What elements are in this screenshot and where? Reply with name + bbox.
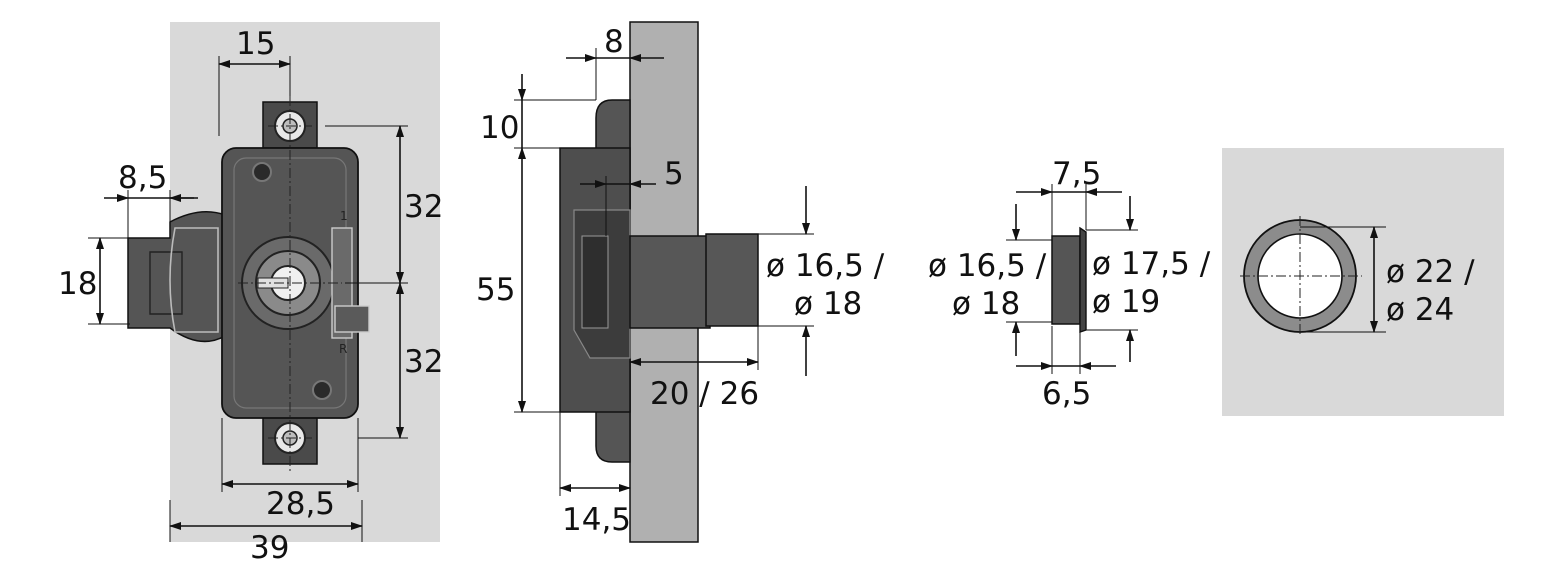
front-lock-tongue <box>127 211 226 343</box>
dim-ring-2: ø 24 <box>1386 292 1454 328</box>
front-mark-top: 1 <box>340 209 348 223</box>
dim-front-8-5: 8,5 <box>118 160 167 196</box>
dim-bushing-outer-2: ø 19 <box>1092 284 1160 320</box>
dim-side-8: 8 <box>604 24 624 60</box>
dim-front-28-5: 28,5 <box>266 486 335 522</box>
bushing-view: 7,5 ø 16,5 / ø 18 ø 17,5 / ø 19 6,5 <box>928 156 1211 412</box>
dim-side-dia-2: ø 18 <box>794 286 862 322</box>
bushing-body <box>1051 235 1081 325</box>
dim-bushing-6-5: 6,5 <box>1042 376 1091 412</box>
dim-side-dia-1: ø 16,5 / <box>766 248 885 284</box>
dim-ring-1: ø 22 / <box>1386 254 1475 290</box>
front-tongue-clip <box>169 227 219 333</box>
dim-front-39: 39 <box>250 530 289 566</box>
side-bolt-rear <box>629 235 711 329</box>
dim-front-32-upper: 32 <box>404 189 443 225</box>
dim-side-14-5: 14,5 <box>562 502 631 538</box>
front-mark-bottom: R <box>339 342 347 356</box>
front-body-hole-top <box>252 162 272 182</box>
bushing-flange <box>1079 226 1087 333</box>
dim-side-55: 55 <box>476 272 515 308</box>
dim-bushing-inner-2: ø 18 <box>952 286 1020 322</box>
dim-bushing-7-5: 7,5 <box>1052 156 1101 192</box>
dim-side-10: 10 <box>480 110 519 146</box>
dim-front-18: 18 <box>58 266 97 302</box>
front-view: 1 R 15 8,5 18 32 32 2 <box>58 22 443 566</box>
dim-front-15: 15 <box>236 26 275 62</box>
ring-view: ø 22 / ø 24 <box>1222 148 1504 416</box>
crosshair-icon <box>1240 216 1362 336</box>
dim-front-32-lower: 32 <box>404 344 443 380</box>
side-view: 8 10 5 55 ø 16,5 / ø 18 20 / 26 14,5 <box>476 21 885 543</box>
front-side-bolt-tab <box>334 305 370 333</box>
dim-side-bolt-length: 20 / 26 <box>650 376 759 412</box>
front-body-hole-bottom <box>312 380 332 400</box>
dim-bushing-inner-1: ø 16,5 / <box>928 248 1047 284</box>
side-bolt-guide <box>581 235 609 329</box>
dim-side-5: 5 <box>664 156 684 192</box>
side-bolt <box>705 233 759 327</box>
dim-bushing-outer-1: ø 17,5 / <box>1092 246 1211 282</box>
